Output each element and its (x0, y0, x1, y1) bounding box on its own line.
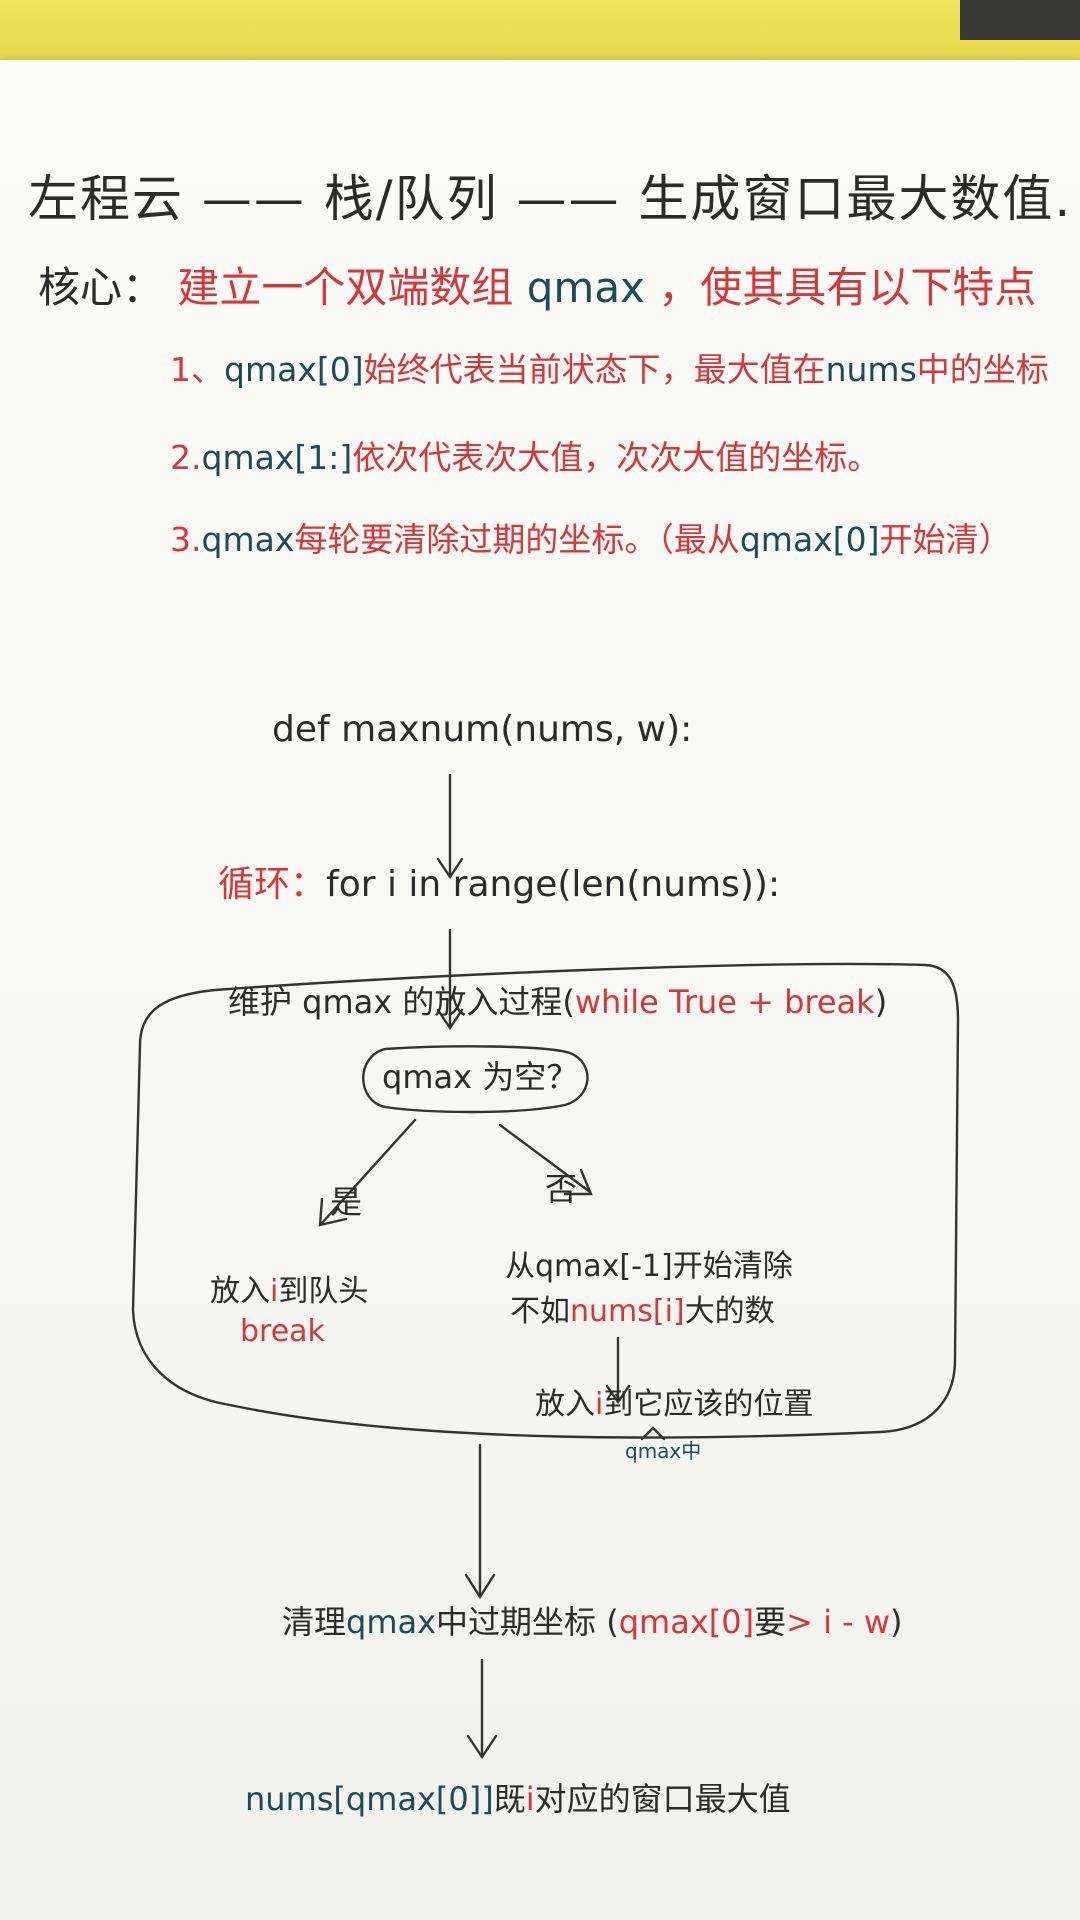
place-b: 到它应该的位置 (603, 1387, 814, 1422)
result-b: 对应的窗口最大值 (534, 1780, 791, 1818)
clean-d: > i - w (786, 1603, 891, 1641)
arrow-down-icon (464, 1443, 496, 1600)
clean-code: qmax (346, 1603, 437, 1641)
place-a: 放入 (535, 1387, 595, 1422)
point-1-code: qmax[0] (224, 350, 364, 389)
decision-text: qmax 为空？ (382, 1058, 579, 1096)
process-box (131, 962, 960, 1439)
arrow-down-icon (466, 1658, 498, 1760)
point-3-text: 每轮要清除过期的坐标。（最从 (294, 520, 740, 559)
decision-oval (362, 1045, 589, 1114)
result-i: i (525, 1780, 535, 1818)
place-i: i (595, 1387, 604, 1422)
left-break: break (240, 1314, 325, 1349)
point-2-code: qmax[1:] (201, 438, 353, 477)
clean-c: 要 (754, 1603, 787, 1641)
place-sub: qmax中 (625, 1439, 702, 1463)
box-title-c: ) (874, 983, 888, 1021)
clean-line: 清理qmax中过期坐标 (qmax[0]要> i - w) (282, 1603, 903, 1641)
core-line: 核心： 建立一个双端数组 qmax ，使其具有以下特点 (38, 263, 1037, 312)
point-3-text2: 开始清） (879, 520, 1012, 559)
box-title-b: while True + break (574, 983, 875, 1021)
point-1-number: 1、 (170, 350, 224, 389)
clean-a: 清理 (282, 1603, 347, 1641)
loop-code: for i in range(len(nums)): (326, 864, 781, 905)
clean-b: 中过期坐标 ( (436, 1603, 619, 1641)
loop-label: 循环： (218, 864, 327, 905)
yes-label: 是 (330, 1183, 363, 1221)
point-3-code: qmax (201, 520, 295, 559)
caret-icon (640, 1426, 666, 1441)
point-2: 2.qmax[1:]依次代表次大值，次次大值的坐标。 (170, 438, 881, 477)
no-label: 否 (545, 1170, 578, 1208)
right-branch-2: 不如nums[i]大的数 (510, 1295, 775, 1328)
left-branch: 放入i到队头 (210, 1275, 368, 1308)
loop-line: 循环：for i in range(len(nums)): (218, 865, 780, 905)
point-3-code2: qmax[0] (739, 520, 880, 559)
left-branch-a: 放入 (210, 1274, 270, 1309)
clean-code2: qmax[0] (618, 1603, 755, 1641)
right-branch-2-a: 不如 (510, 1294, 570, 1329)
arrow-down-icon (436, 773, 464, 880)
point-1-text: 始终代表当前状态下，最大值在 (363, 350, 826, 389)
arrow-no-icon (498, 1123, 593, 1196)
right-branch-1: 从qmax[-1]开始清除 (505, 1249, 793, 1284)
arrow-down-icon (605, 1336, 631, 1405)
point-2-text: 依次代表次大值，次次大值的坐标。 (352, 438, 881, 477)
left-branch-b: 到队头 (278, 1274, 369, 1309)
desk-corner (960, 0, 1080, 40)
box-title-a: 维护 qmax 的放入过程( (228, 983, 575, 1021)
point-2-number: 2. (170, 438, 202, 477)
arrow-yes-icon (318, 1118, 417, 1227)
point-1-code2: nums (825, 350, 917, 389)
right-branch-2-code: nums[i] (570, 1294, 685, 1329)
core-text-b: qmax (526, 263, 645, 312)
point-1: 1、qmax[0]始终代表当前状态下，最大值在nums中的坐标 (170, 350, 1049, 389)
box-title: 维护 qmax 的放入过程(while True + break) (228, 983, 888, 1021)
point-3: 3.qmax每轮要清除过期的坐标。（最从qmax[0]开始清） (170, 520, 1012, 559)
clean-e: ) (890, 1603, 903, 1641)
point-3-number: 3. (170, 520, 202, 559)
def-line: def maxnum(nums, w): (272, 709, 693, 750)
result-a: 既 (493, 1780, 526, 1818)
paper-sheet: 左程云 —— 栈/队列 —— 生成窗口最大数值. 核心： 建立一个双端数组 qm… (0, 60, 1080, 1920)
core-label: 核心： (38, 263, 165, 312)
core-text-c: ，使其具有以下特点 (658, 263, 1037, 312)
place-line: 放入i到它应该的位置 (535, 1388, 813, 1421)
point-1-text2: 中的坐标 (916, 350, 1049, 389)
core-text-a: 建立一个双端数组 (177, 263, 514, 312)
result-line: nums[qmax[0]]既i对应的窗口最大值 (245, 1780, 791, 1818)
result-code: nums[qmax[0]] (245, 1780, 494, 1818)
right-branch-2-b: 大的数 (684, 1294, 775, 1329)
arrow-down-icon (436, 928, 464, 1031)
page-title: 左程云 —— 栈/队列 —— 生成窗口最大数值. (28, 170, 1073, 228)
left-branch-i: i (270, 1274, 279, 1309)
